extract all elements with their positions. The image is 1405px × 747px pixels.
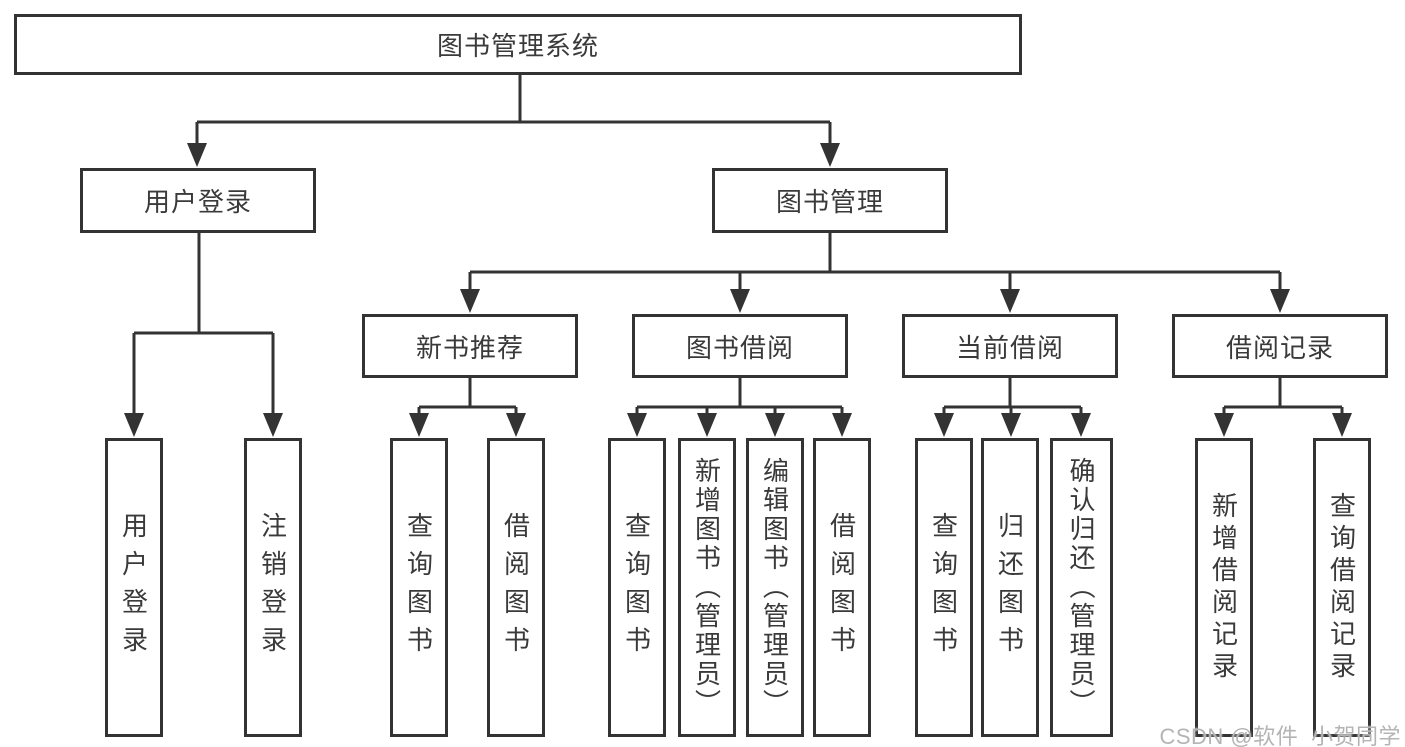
leaf-add-borrow-record: 新增借阅记录 bbox=[1195, 438, 1253, 737]
arrowhead bbox=[697, 413, 717, 437]
arrowhead bbox=[934, 413, 954, 437]
connector-book-mgmt bbox=[468, 233, 1282, 291]
leaf-add-book-admin: 新增图书（管理员） bbox=[678, 438, 736, 737]
arrowhead bbox=[187, 143, 207, 167]
arrowhead bbox=[124, 413, 144, 437]
watermark: CSDN @软件_小贺同学 bbox=[1159, 724, 1401, 747]
arrowhead bbox=[627, 413, 647, 437]
connector-root-to-level2 bbox=[195, 74, 832, 145]
arrowhead bbox=[1000, 289, 1020, 313]
arrowhead bbox=[1332, 413, 1352, 437]
node-book-mgmt: 图书管理 bbox=[712, 168, 948, 233]
node-book-borrow: 图书借阅 bbox=[632, 314, 848, 378]
arrowhead bbox=[460, 289, 480, 313]
leaf-query-books-borrow: 查询图书 bbox=[608, 438, 666, 737]
arrowhead bbox=[832, 413, 852, 437]
connector-user-login bbox=[132, 233, 275, 415]
leaf-logout: 注销登录 bbox=[244, 438, 302, 737]
node-borrow-records: 借阅记录 bbox=[1172, 314, 1388, 378]
leaf-borrow-books-borrow: 借阅图书 bbox=[813, 438, 871, 737]
connector-current-borrow bbox=[942, 378, 1083, 415]
arrowhead bbox=[1001, 413, 1021, 437]
arrowhead bbox=[730, 289, 750, 313]
leaf-edit-book-admin: 编辑图书（管理员） bbox=[746, 438, 804, 737]
arrowhead bbox=[506, 413, 526, 437]
node-user-login: 用户登录 bbox=[80, 168, 316, 233]
arrowhead bbox=[820, 143, 840, 167]
connector-new-book-rec bbox=[417, 378, 518, 415]
arrowhead bbox=[1214, 413, 1234, 437]
leaf-query-books-current: 查询图书 bbox=[915, 438, 973, 737]
leaf-query-books-rec: 查询图书 bbox=[390, 438, 448, 737]
node-current-borrow: 当前借阅 bbox=[902, 314, 1118, 378]
leaf-return-book: 归还图书 bbox=[981, 438, 1039, 737]
arrowhead bbox=[1071, 413, 1091, 437]
leaf-user-login: 用户登录 bbox=[105, 438, 163, 737]
node-new-book-rec: 新书推荐 bbox=[362, 314, 578, 378]
arrowhead bbox=[409, 413, 429, 437]
node-root: 图书管理系统 bbox=[14, 14, 1022, 75]
arrowhead bbox=[263, 413, 283, 437]
leaf-query-borrow-record: 查询借阅记录 bbox=[1313, 438, 1371, 737]
leaf-borrow-books-rec: 借阅图书 bbox=[487, 438, 545, 737]
connector-book-borrow bbox=[635, 378, 844, 415]
leaf-confirm-return-admin: 确认归还（管理员） bbox=[1050, 438, 1113, 737]
arrowhead bbox=[765, 413, 785, 437]
connector-borrow-records bbox=[1222, 378, 1344, 415]
arrowhead bbox=[1270, 289, 1290, 313]
